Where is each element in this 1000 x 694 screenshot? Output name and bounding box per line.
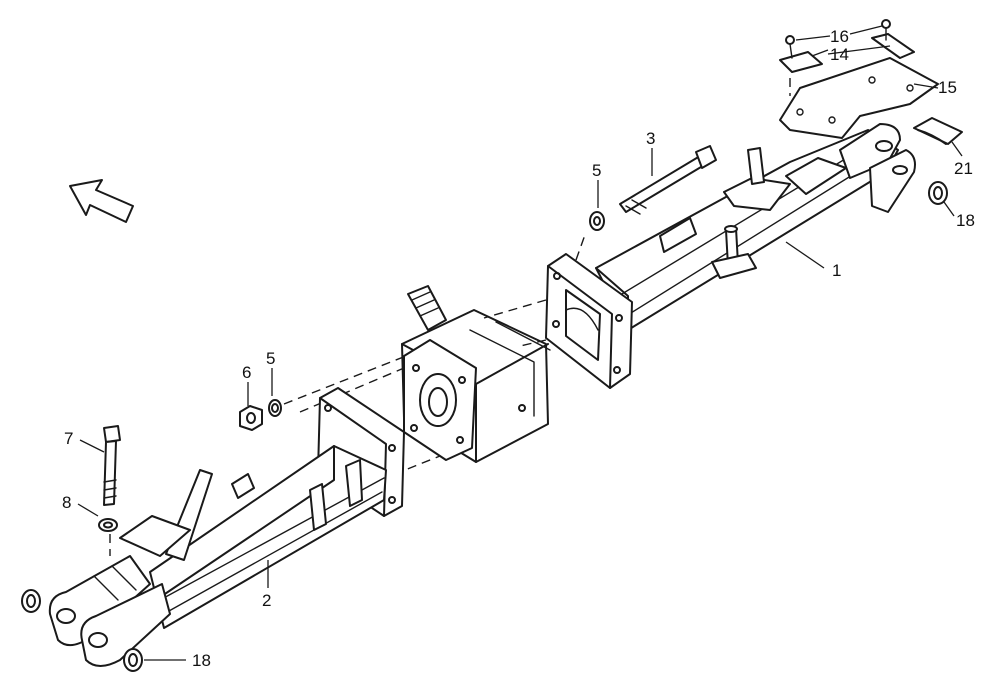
callout-1: 1 xyxy=(832,261,841,280)
callout-2: 2 xyxy=(262,591,271,610)
clamp-right xyxy=(871,33,915,59)
callout-15: 15 xyxy=(938,78,957,97)
callout-5-right: 5 xyxy=(592,161,601,180)
callout-8: 8 xyxy=(62,493,71,512)
callout-7: 7 xyxy=(64,429,73,448)
washer-left xyxy=(268,399,282,417)
nut-part xyxy=(239,405,263,431)
callout-21: 21 xyxy=(954,159,973,178)
callout-labels: 1 2 3 5 5 6 7 8 14 15 16 18 18 21 xyxy=(62,27,975,670)
right-beam-part xyxy=(595,123,916,331)
washer-bottom xyxy=(98,518,118,532)
bushing-front-left xyxy=(21,589,41,613)
washer-right xyxy=(589,211,605,231)
plate-part xyxy=(779,57,939,139)
right-flange xyxy=(545,253,633,389)
screw-right xyxy=(881,19,891,41)
arrow-up-left-icon xyxy=(69,179,134,223)
callout-18-right: 18 xyxy=(956,211,975,230)
leader-lines xyxy=(77,25,963,661)
callout-6: 6 xyxy=(242,363,251,382)
left-beam-part xyxy=(48,445,387,667)
callout-14: 14 xyxy=(830,45,849,64)
bolt-vertical xyxy=(103,425,121,506)
clamp-left xyxy=(779,51,823,73)
callout-18-left: 18 xyxy=(192,651,211,670)
bushing-rear xyxy=(928,181,948,205)
gearbox xyxy=(401,285,551,463)
bushing-front-right xyxy=(123,648,143,672)
callout-16: 16 xyxy=(830,27,849,46)
assembly-dash-lines xyxy=(109,78,791,556)
bolt-long xyxy=(619,145,717,215)
clip-part xyxy=(913,117,963,145)
callout-3: 3 xyxy=(646,129,655,148)
callout-5-left: 5 xyxy=(266,349,275,368)
screw-left xyxy=(785,35,795,59)
